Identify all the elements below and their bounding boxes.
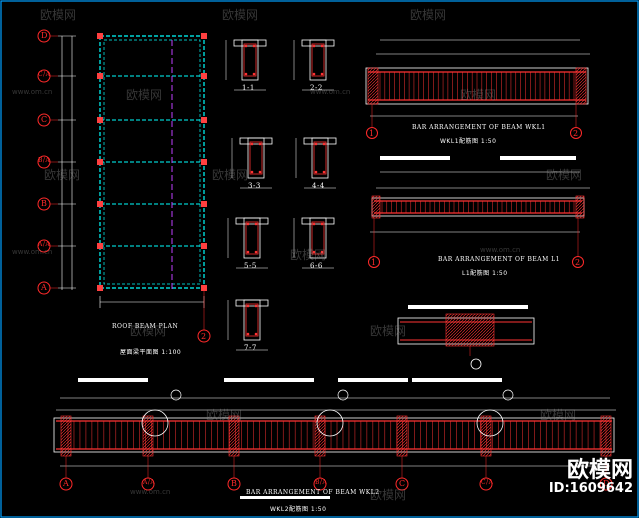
plan-axis-label: A/A	[38, 241, 51, 248]
watermark-brand: 欧模网	[370, 488, 407, 502]
wkl2-axis-label: C	[399, 479, 406, 488]
plan-axis-label: C	[41, 115, 48, 124]
l1-subtitle: L1配筋图 1:50	[462, 270, 508, 277]
l1-title: BAR ARRANGEMENT OF BEAM L1	[438, 256, 560, 263]
brand-id-text: ID:1609642	[548, 481, 633, 496]
wkl1-axis-left: 1	[369, 129, 375, 138]
section-label: 3-3	[248, 182, 261, 190]
wkl2-axis-label: A/A	[143, 479, 156, 486]
wkl2-axis-label: A	[63, 479, 70, 488]
wkl2-axis-label: B	[231, 479, 238, 488]
wkl2-axis-label: B/A	[315, 479, 328, 486]
section-label: 1-1	[242, 84, 255, 92]
watermark-site: www.om.cn	[480, 246, 521, 254]
wkl2-subtitle: WKL2配筋图 1:50	[270, 506, 327, 513]
beam-l1-elevation	[368, 156, 590, 268]
watermark-brand: 欧模网	[44, 168, 81, 182]
roof-beam-plan	[37, 29, 211, 343]
plan-axis-label: B	[41, 199, 48, 208]
watermark-site: www.om.cn	[12, 248, 53, 256]
beam-wkl1-elevation	[365, 39, 590, 139]
watermark-brand: 欧模网	[130, 324, 167, 338]
section-label: 4-4	[312, 182, 325, 190]
watermark-brand: 欧模网	[222, 8, 259, 22]
wkl2-axis-label: D	[603, 479, 610, 488]
wkl1-axis-right: 2	[573, 129, 579, 138]
wkl2-axis-label: C/A	[481, 479, 494, 486]
roof-plan-title: ROOF BEAM PLAN	[112, 323, 179, 330]
watermark-brand: 欧模网	[460, 88, 497, 102]
watermark-brand: 欧模网	[370, 324, 407, 338]
roof-plan-subtitle: 屋面梁平面图 1:100	[120, 349, 182, 356]
watermark-brand: 欧模网	[540, 408, 577, 422]
l1-axis-left: 1	[371, 258, 377, 267]
section-label: 6-6	[310, 262, 323, 270]
watermark-brand: 欧模网	[206, 408, 243, 422]
section-label: 7-7	[244, 344, 257, 352]
wkl1-title: BAR ARRANGEMENT OF BEAM WKL1	[412, 124, 546, 131]
watermark-site: www.om.cn	[310, 88, 351, 96]
plan-axis-label: B/A	[38, 157, 51, 164]
wkl2-title: BAR ARRANGEMENT OF BEAM WKL2	[246, 489, 380, 496]
watermark-brand: 欧模网	[410, 8, 447, 22]
plan-axis-label: C/A	[38, 71, 51, 78]
wkl1-subtitle: WKL1配筋图 1:50	[440, 138, 497, 145]
watermark-brand: 欧模网	[212, 168, 249, 182]
watermark-brand: 欧模网	[290, 248, 327, 262]
section-label: 2-2	[310, 84, 323, 92]
beam-wkl2-elevation	[53, 378, 616, 499]
beam-sections	[225, 39, 337, 351]
section-label: 5-5	[244, 262, 257, 270]
watermark-site: www.om.cn	[130, 488, 171, 496]
watermark-brand: 欧模网	[40, 8, 77, 22]
beam-junction-detail	[397, 305, 535, 370]
plan-axis-label: A	[41, 283, 48, 292]
plan-column-label: 2	[201, 332, 207, 341]
l1-axis-right: 2	[575, 258, 581, 267]
brand-logo: 欧模网	[566, 458, 633, 483]
watermark-site: www.om.cn	[12, 88, 53, 96]
watermark-brand: 欧模网	[546, 168, 583, 182]
plan-axis-label: D	[41, 31, 48, 40]
watermark-brand: 欧模网	[126, 88, 163, 102]
